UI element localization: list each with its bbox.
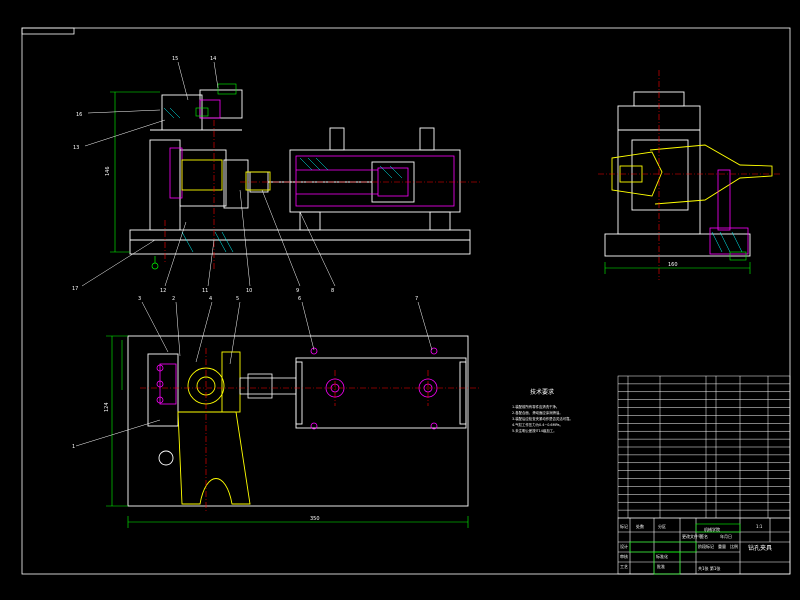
callout-front-5: 11 [202, 288, 208, 294]
tech-note-1: 2.各配合面、滑动面应涂润滑油。 [512, 410, 563, 415]
ground-symbol-icon [151, 256, 159, 270]
tech-notes: 技术要求 1.装配前所有零件应清洗干净。 2.各配合面、滑动面应涂润滑油。 3.… [512, 388, 573, 433]
dim-plan-width: 124 [104, 402, 110, 412]
front-view: 146 15 14 16 13 12 11 10 9 8 17 [72, 56, 480, 294]
title-block-drawing-title: 钻孔夹具 [748, 544, 772, 552]
title-block-scale: 1:1 [756, 524, 763, 529]
tech-note-4: 5.未注明公差按IT14级加工。 [512, 428, 557, 433]
dim-front-height: 146 [105, 166, 111, 176]
callout-plan-3: 5 [236, 296, 239, 302]
tb-label-0: 标记 [620, 523, 628, 529]
callout-front-6: 10 [246, 288, 252, 294]
tech-notes-title: 技术要求 [530, 388, 554, 396]
title-block-sheet: 共1张 第1张 [698, 565, 720, 571]
plan-view: 350 124 3 2 4 5 6 7 1 [72, 296, 480, 528]
parts-list [617, 375, 791, 519]
tb-label-2: 分区 [658, 523, 666, 529]
callout-plan-0: 3 [138, 296, 141, 302]
callout-front-4: 12 [160, 288, 166, 294]
callout-front-2: 16 [76, 112, 82, 118]
tech-note-0: 1.装配前所有零件应清洗干净。 [512, 404, 559, 409]
tb-label-11: 阶段标记 [698, 543, 714, 549]
side-view: 160 [598, 70, 780, 280]
callout-front-8: 8 [331, 288, 334, 294]
tb-label-10: 标准化 [656, 553, 668, 559]
callout-front-9: 17 [72, 286, 78, 292]
tb-label-12: 重量 [718, 543, 726, 549]
callout-plan-4: 6 [298, 296, 301, 302]
title-block-school: 机械学院 [704, 526, 720, 532]
tb-label-7: 审核 [620, 553, 628, 559]
tech-note-3: 4.气缸工作压力为0.4~0.6MPa。 [512, 422, 563, 427]
callout-front-1: 14 [210, 56, 216, 62]
tb-label-6: 设计 [620, 543, 628, 549]
dim-side-width: 160 [668, 262, 678, 268]
callout-plan-6: 1 [72, 444, 75, 450]
callout-plan-2: 4 [209, 296, 212, 302]
tb-label-1: 处数 [636, 523, 644, 529]
tb-label-9: 批准 [657, 563, 665, 569]
tech-note-2: 3.装配后应检查夹紧动作是否灵活可靠。 [512, 416, 573, 421]
dim-plan-length: 350 [310, 516, 320, 522]
callout-front-7: 9 [296, 288, 299, 294]
callout-front-3: 13 [73, 145, 79, 151]
tb-label-8: 工艺 [620, 564, 628, 569]
callout-plan-5: 7 [415, 296, 418, 302]
title-block: 机械学院 钻孔夹具 1:1 共1张 第1张 标记 处数 分区 更改文件号 签名 … [617, 517, 791, 575]
drawing-frame [21, 27, 791, 575]
callout-front-0: 15 [172, 56, 178, 62]
tb-label-13: 比例 [730, 543, 738, 549]
callout-plan-1: 2 [172, 296, 175, 302]
tb-label-4: 签名 [700, 533, 708, 539]
tb-label-3: 更改文件号 [682, 533, 702, 539]
tb-label-5: 年月日 [720, 533, 732, 539]
